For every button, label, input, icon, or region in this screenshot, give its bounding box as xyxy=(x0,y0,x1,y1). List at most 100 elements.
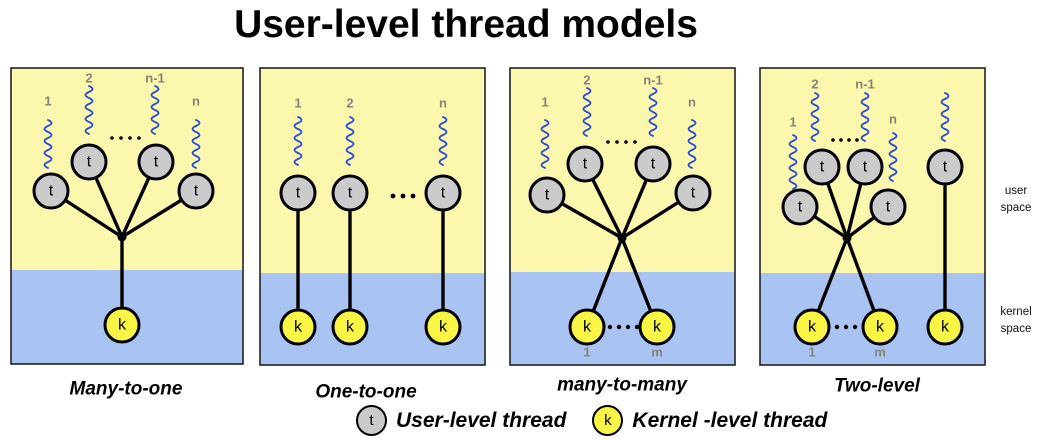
thread-index-label: 2 xyxy=(346,96,353,111)
thread-index-label: 1 xyxy=(44,94,51,109)
ellipsis-dot xyxy=(831,138,835,142)
panel-caption: One-to-one xyxy=(315,382,417,403)
user-thread-icon: t xyxy=(356,405,387,436)
kernel-thread-icon: k xyxy=(592,405,624,436)
user-thread-symbol: t xyxy=(691,185,696,202)
user-thread-node xyxy=(424,174,462,212)
kernel-thread-symbol: k xyxy=(118,317,127,334)
ellipsis-dot xyxy=(616,324,622,330)
thread-index-label: n-1 xyxy=(643,73,663,88)
user-thread-symbol: t xyxy=(49,183,54,200)
user-thread-symbol: t xyxy=(441,185,446,202)
user-thread-node xyxy=(803,148,841,186)
kernel-thread-symbol: k xyxy=(294,319,303,336)
user-thread-symbol: t xyxy=(583,156,588,173)
kernel-thread-symbol: k xyxy=(876,319,885,336)
thread-index-label: n xyxy=(889,112,897,127)
user-thread-symbol: t xyxy=(886,199,891,216)
user-thread-symbol: t xyxy=(348,185,353,202)
user-thread-symbol: t xyxy=(545,187,550,204)
thread-index-label: 1 xyxy=(541,95,548,110)
kernel-thread-symbol: k xyxy=(346,319,355,336)
thread-index-label: 2 xyxy=(85,71,92,86)
kernel-space-label: kernel space xyxy=(1000,306,1032,336)
kernel-index-label: 1 xyxy=(808,345,815,360)
user-thread-node xyxy=(331,174,369,212)
kernel-thread-symbol: k xyxy=(583,319,592,336)
ellipsis-dot xyxy=(625,324,631,330)
user-thread-symbol: t xyxy=(296,185,301,202)
kernel-index-label: m xyxy=(651,345,663,360)
thread-wave-icon xyxy=(438,116,448,166)
thread-index-label: n xyxy=(192,94,200,109)
thread-wave-icon xyxy=(687,119,697,169)
kernel-thread-node xyxy=(279,308,317,346)
kernel-thread-node xyxy=(926,308,964,346)
thread-index-label: n-1 xyxy=(145,71,165,86)
panel-caption: Two-level xyxy=(834,376,921,397)
ellipsis-dot xyxy=(634,324,640,330)
thread-index-label: n-1 xyxy=(855,77,875,92)
kernel-thread-symbol: k xyxy=(808,319,817,336)
panel-border xyxy=(509,67,736,366)
panel-border xyxy=(259,67,486,366)
ellipsis-dot xyxy=(607,324,613,330)
user-thread-node xyxy=(926,148,964,186)
panel-border xyxy=(10,67,244,365)
legend: t User-level thread k Kernel -level thre… xyxy=(356,405,827,436)
thread-wave-icon xyxy=(191,119,201,169)
user-thread-symbol: t xyxy=(798,199,803,216)
thread-wave-icon xyxy=(888,132,898,182)
ellipsis-dot xyxy=(390,193,396,199)
thread-index-label: 2 xyxy=(811,77,818,92)
thread-index-label: 2 xyxy=(583,73,590,88)
user-thread-node xyxy=(137,143,175,181)
user-thread-symbol: t xyxy=(863,159,868,176)
hub-point xyxy=(842,233,852,243)
ellipsis-dot xyxy=(852,324,858,330)
user-thread-node xyxy=(177,172,215,210)
thread-wave-icon xyxy=(648,87,658,137)
user-thread-symbol: t xyxy=(943,159,948,176)
user-space-region xyxy=(11,68,243,270)
kernel-thread-symbol: k xyxy=(941,319,950,336)
panel-caption: Many-to-one xyxy=(70,379,183,400)
legend-user-thread-label: User-level thread xyxy=(396,408,567,432)
ellipsis-dot xyxy=(839,138,843,142)
legend-item-user-thread: t User-level thread xyxy=(356,405,566,436)
thread-wave-icon xyxy=(293,116,303,166)
legend-kernel-thread-label: Kernel -level thread xyxy=(632,408,828,432)
ellipsis-dot xyxy=(119,136,123,140)
thread-wave-icon xyxy=(345,116,355,166)
user-thread-symbol: t xyxy=(651,156,656,173)
kernel-index-label: 1 xyxy=(583,345,590,360)
user-thread-node xyxy=(674,174,712,212)
ellipsis-dot xyxy=(400,193,406,199)
ellipsis-dot xyxy=(633,140,637,144)
user-space-label: user space xyxy=(1000,185,1032,215)
user-thread-node xyxy=(846,148,884,186)
user-thread-node xyxy=(528,176,566,214)
kernel-thread-node xyxy=(103,306,141,344)
thread-wave-icon xyxy=(540,119,550,169)
thread-wave-icon xyxy=(150,85,160,135)
thread-index-label: n xyxy=(688,95,696,110)
kernel-thread-node xyxy=(638,308,676,346)
user-thread-node xyxy=(32,172,70,210)
ellipsis-dot xyxy=(110,136,114,140)
user-thread-symbol: t xyxy=(194,183,199,200)
ellipsis-dot xyxy=(128,136,132,140)
kernel-space-region xyxy=(510,272,735,365)
user-thread-node xyxy=(70,143,108,181)
kernel-thread-node xyxy=(793,308,831,346)
ellipsis-dot xyxy=(855,138,859,142)
legend-item-kernel-thread: k Kernel -level thread xyxy=(592,405,827,436)
kernel-thread-node xyxy=(331,308,369,346)
thread-wave-icon xyxy=(43,119,53,169)
kernel-thread-node xyxy=(424,308,462,346)
kernel-thread-symbol: k xyxy=(439,319,448,336)
kernel-thread-symbol: k xyxy=(653,319,662,336)
